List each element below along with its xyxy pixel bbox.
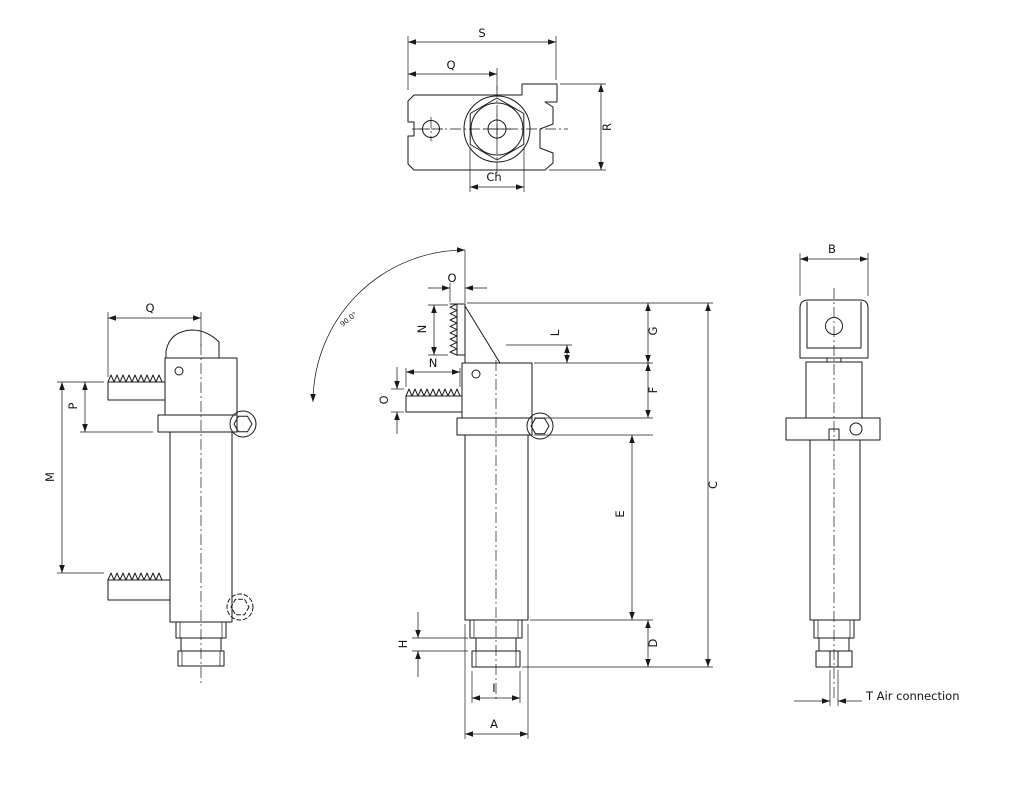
cylinder-barrel: [809, 439, 861, 621]
hex-nut-outline: [469, 97, 525, 161]
collar-hole: [849, 422, 863, 436]
dim-r: R: [549, 83, 614, 171]
cylinder-barrel: [464, 434, 529, 621]
right-side-view: B T Air connection: [785, 242, 960, 706]
pivot-hole: [174, 366, 184, 376]
dim-f-label: F: [646, 387, 660, 394]
dim-t-air-connection: T Air connection: [794, 670, 960, 706]
dim-q-left: Q: [107, 301, 202, 377]
dim-h-label: H: [396, 640, 410, 649]
dim-l-label: L: [548, 329, 562, 336]
dim-t-air-label: T Air connection: [865, 689, 960, 703]
dim-q-left-label: Q: [145, 301, 154, 315]
left-side-view: Q P M: [43, 301, 257, 684]
angle-dim-90: 90.0°: [310, 247, 466, 403]
top-view: S Q R Ch: [407, 26, 614, 192]
dim-o-top: O: [428, 271, 487, 302]
dim-s-label: S: [478, 26, 485, 40]
dim-f: F: [534, 363, 660, 419]
dim-c: C: [522, 303, 720, 668]
dim-q-top: Q: [408, 58, 498, 90]
dim-s: S: [407, 26, 557, 90]
angle-arc: [310, 247, 466, 403]
dim-p-label: P: [66, 402, 80, 409]
dim-b-label: B: [828, 242, 836, 256]
top-view-part: [407, 83, 568, 174]
clamp-bolt: [526, 412, 554, 440]
dim-n-top-label: N: [429, 356, 438, 370]
clamp-arm-open: [464, 305, 501, 364]
collar: [456, 417, 533, 436]
dim-r-label: R: [600, 123, 614, 131]
clamp-bolt: [229, 410, 257, 438]
dim-d-label: D: [646, 638, 660, 647]
clamp-lever: [165, 329, 220, 359]
dim-h: H: [396, 612, 468, 677]
dim-g: G: [467, 302, 713, 364]
dim-a: A: [464, 624, 529, 739]
dim-m-label: M: [43, 472, 57, 482]
dim-o-side: O: [377, 367, 404, 434]
dim-l: L: [506, 329, 572, 363]
dim-g-label: G: [646, 327, 660, 336]
left-side-part: [107, 329, 257, 684]
dim-b: B: [799, 242, 869, 296]
dim-p: P: [57, 381, 153, 433]
horizontal-jaw-serration: [405, 388, 461, 397]
dim-o-side-label: O: [377, 395, 391, 404]
right-side-part: [785, 288, 881, 700]
dim-a-label: A: [490, 717, 498, 731]
dim-i-label: I: [492, 681, 495, 695]
dim-n-side-label: N: [415, 325, 429, 334]
dim-m: M: [43, 382, 104, 574]
front-view: 90.0° O N N O L: [310, 247, 720, 739]
upper-jaw-serration: [107, 374, 163, 383]
lower-bolt-hex: [230, 598, 250, 616]
collar: [157, 414, 238, 433]
clamp-bolt-hex: [233, 415, 253, 433]
dim-o-top-label: O: [447, 271, 456, 285]
dim-c-label: C: [706, 481, 720, 489]
pivot-hole: [471, 369, 481, 379]
dim-n-top: N: [405, 356, 461, 387]
dim-e-label: E: [613, 510, 627, 517]
dim-q-top-label: Q: [446, 58, 455, 72]
dim-d: D: [645, 620, 660, 667]
dim-ch-label: Ch: [486, 170, 501, 184]
dim-ch: Ch: [469, 147, 525, 192]
clamp-bolt-hex: [530, 417, 550, 435]
dim-e: E: [530, 434, 653, 621]
vertical-jaw-serration: [449, 303, 458, 356]
lower-bolt: [226, 593, 254, 621]
lower-jaw-serration: [107, 572, 163, 581]
dim-n-side: N: [415, 304, 448, 356]
clamp-head-bracket: [799, 299, 869, 359]
dim-i: I: [471, 671, 521, 703]
